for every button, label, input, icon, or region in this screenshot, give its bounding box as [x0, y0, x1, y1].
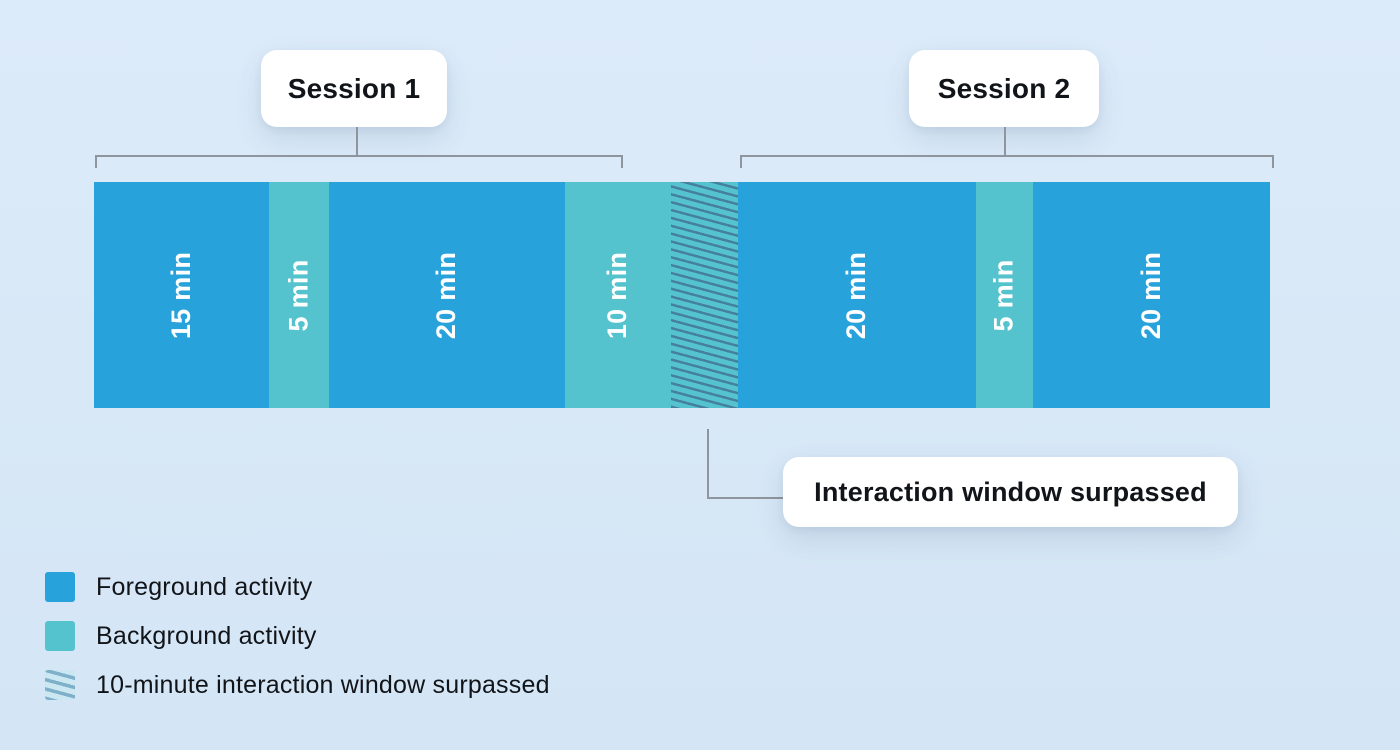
timeline-segment-foreground: 15 min — [94, 182, 269, 408]
segment-label: 20 min — [841, 251, 872, 339]
timeline-segment-foreground: 20 min — [1033, 182, 1270, 408]
timeline-bar: 15 min 5 min 20 min 10 min 20 min 5 min … — [94, 182, 1270, 408]
segment-label: 20 min — [1136, 251, 1166, 339]
callout-connector-line — [707, 429, 785, 499]
legend-item-foreground: Foreground activity — [45, 572, 550, 602]
legend-item-background: Background activity — [45, 621, 550, 651]
timeline-segment-interaction-window-surpassed — [671, 182, 738, 408]
session-1-bracket — [95, 155, 623, 168]
timeline-segment-background: 5 min — [269, 182, 329, 408]
timeline-segment-background: 5 min — [976, 182, 1033, 408]
background-swatch — [45, 621, 75, 651]
interaction-window-callout-label: Interaction window surpassed — [814, 476, 1207, 507]
timeline-segment-foreground: 20 min — [738, 182, 976, 408]
session-2-stem-line — [1004, 127, 1006, 155]
segment-label: 20 min — [431, 251, 462, 339]
segment-label: 5 min — [989, 258, 1019, 332]
session-2-label: Session 2 — [937, 72, 1071, 104]
session-2-card: Session 2 — [909, 50, 1099, 127]
legend: Foreground activity Background activity … — [45, 572, 550, 700]
foreground-swatch — [45, 572, 75, 602]
session-1-stem-line — [356, 127, 358, 155]
legend-item-interaction-window: 10-minute interaction window surpassed — [45, 670, 550, 700]
segment-label: 10 min — [602, 251, 633, 339]
timeline-segment-foreground: 20 min — [329, 182, 565, 408]
session-2-bracket — [740, 155, 1274, 168]
legend-label: Background activity — [96, 621, 317, 650]
session-1-label: Session 1 — [287, 72, 421, 104]
session-1-card: Session 1 — [261, 50, 447, 127]
segment-label: 5 min — [283, 258, 314, 332]
legend-label: Foreground activity — [96, 572, 313, 601]
timeline-segment-background: 10 min — [565, 182, 671, 408]
legend-label: 10-minute interaction window surpassed — [96, 670, 550, 699]
segment-label: 15 min — [166, 251, 196, 339]
hatched-swatch — [45, 670, 75, 700]
interaction-window-callout: Interaction window surpassed — [783, 457, 1238, 527]
